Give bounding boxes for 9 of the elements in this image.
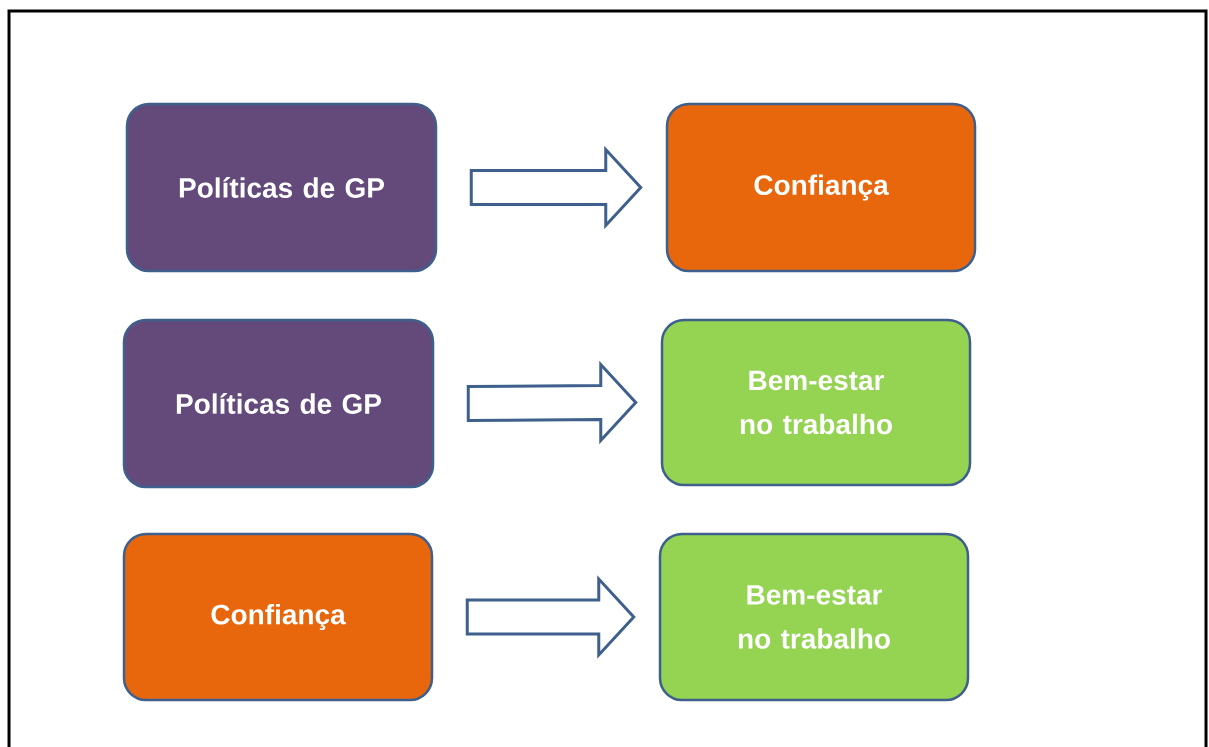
- process-box: Confiança: [665, 102, 977, 273]
- process-box: Políticas de GP: [125, 102, 438, 273]
- process-box: Bem-estar no trabalho: [660, 318, 972, 487]
- block-arrow: [465, 575, 636, 659]
- block-arrow: [469, 145, 643, 230]
- process-box: Confiança: [122, 532, 434, 702]
- block-arrow: [466, 360, 638, 445]
- process-box: Bem-estar no trabalho: [658, 532, 970, 702]
- process-box: Políticas de GP: [122, 318, 435, 489]
